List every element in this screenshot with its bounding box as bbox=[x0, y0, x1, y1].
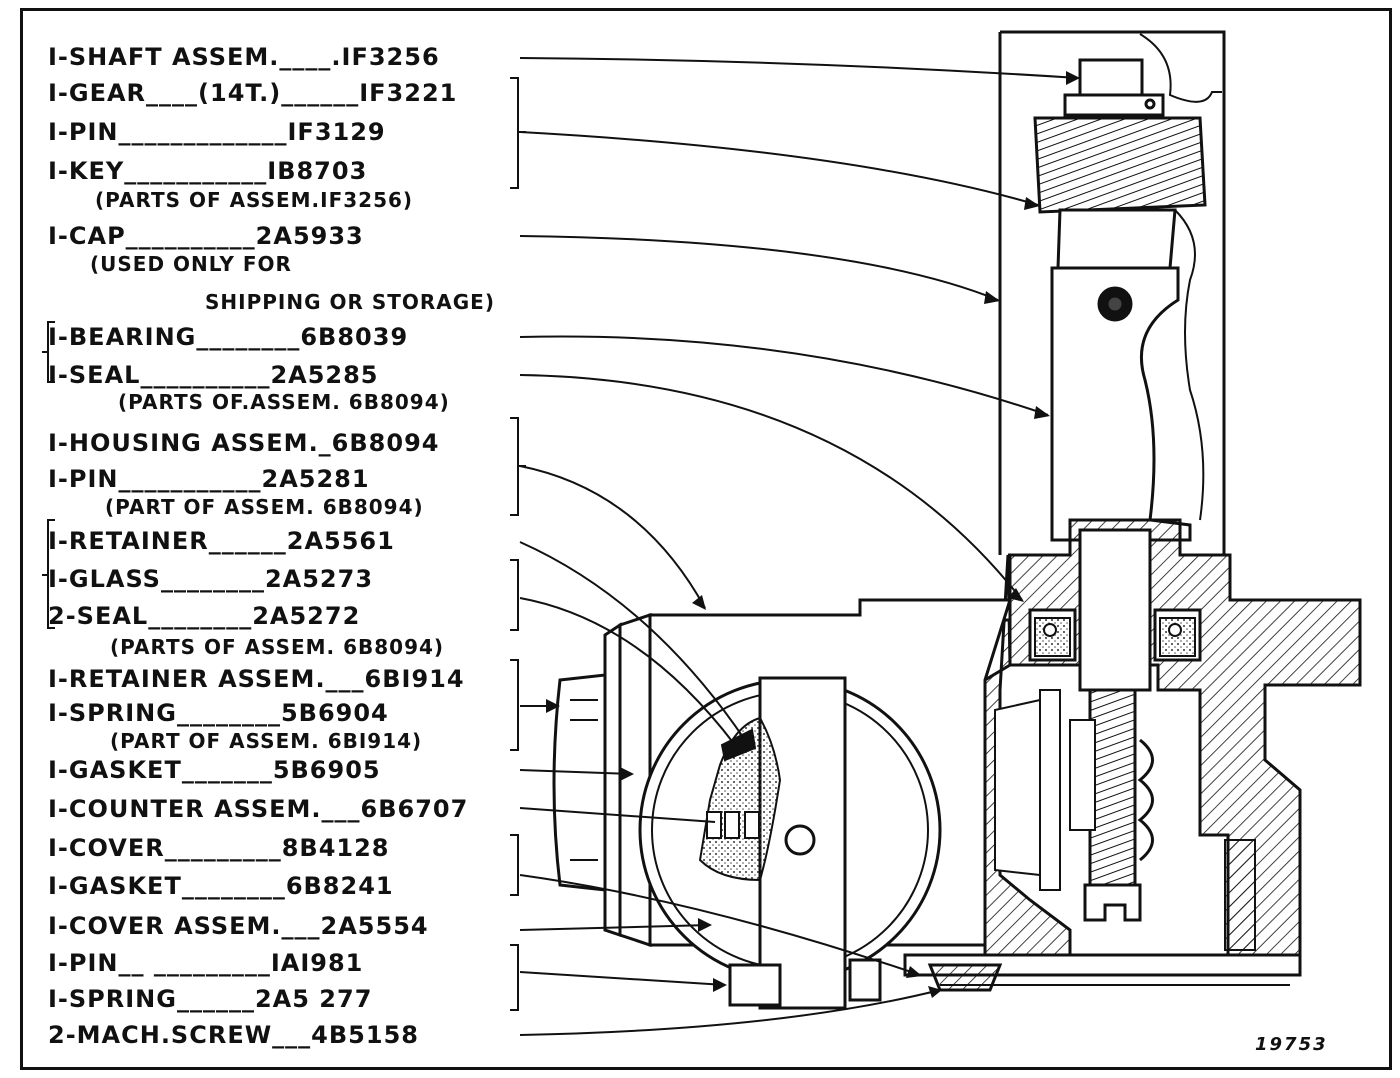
part-label: I-SEAL__________2A5285 bbox=[48, 361, 379, 389]
part-note: (PARTS OF ASSEM. 6B8094) bbox=[110, 635, 445, 659]
leader-lines bbox=[519, 57, 1079, 1036]
part-label: I-RETAINER______2A5561 bbox=[48, 527, 395, 555]
part-note: (PARTS OF.ASSEM. 6B8094) bbox=[118, 390, 450, 414]
counter-housing bbox=[552, 598, 1013, 1010]
part-note: (USED ONLY FOR bbox=[90, 252, 292, 276]
shaft-assembly bbox=[1033, 58, 1207, 542]
arrow-heads bbox=[546, 71, 1080, 998]
part-label: 2-MACH.SCREW___4B5158 bbox=[48, 1021, 419, 1049]
brackets bbox=[42, 77, 526, 1011]
part-label: I-PIN_____________IF3129 bbox=[48, 118, 386, 146]
part-label: I-RETAINER ASSEM.___6BI914 bbox=[48, 665, 465, 693]
part-label: I-SPRING______2A5 277 bbox=[48, 985, 373, 1013]
part-label: I-BEARING________6B8039 bbox=[48, 323, 409, 351]
counter-window bbox=[698, 716, 782, 882]
part-label: I-COUNTER ASSEM.___6B6707 bbox=[48, 795, 469, 823]
part-label: I-PIN__ _________IAI981 bbox=[48, 949, 364, 977]
part-note: (PART OF ASSEM. 6BI914) bbox=[110, 729, 423, 753]
diagram-border bbox=[20, 8, 1392, 1070]
part-label: I-KEY___________IB8703 bbox=[48, 157, 368, 185]
housing-section bbox=[983, 518, 1362, 957]
part-label: I-GEAR____(14T.)______IF3221 bbox=[48, 79, 458, 107]
part-label: I-GLASS________2A5273 bbox=[48, 565, 374, 593]
part-label: I-HOUSING ASSEM._6B8094 bbox=[48, 429, 440, 457]
part-label: I-GASKET_______5B6905 bbox=[48, 756, 381, 784]
part-note: (PART OF ASSEM. 6B8094) bbox=[105, 495, 424, 519]
part-label: I-PIN___________2A5281 bbox=[48, 465, 370, 493]
drawing-number: 19753 bbox=[1255, 1034, 1328, 1055]
part-label: I-COVER ASSEM.___2A5554 bbox=[48, 912, 429, 940]
part-label: I-SPRING________5B6904 bbox=[48, 699, 389, 727]
part-label: 2-SEAL________2A5272 bbox=[48, 602, 361, 630]
part-note: SHIPPING OR STORAGE) bbox=[205, 290, 495, 314]
cap-tube bbox=[998, 30, 1226, 555]
part-label: I-GASKET________6B8241 bbox=[48, 872, 394, 900]
part-label: I-SHAFT ASSEM.____.IF3256 bbox=[48, 43, 440, 71]
part-label: I-CAP__________2A5933 bbox=[48, 222, 364, 250]
part-note: (PARTS OF ASSEM.IF3256) bbox=[95, 188, 414, 212]
part-label: I-COVER_________8B4128 bbox=[48, 834, 390, 862]
